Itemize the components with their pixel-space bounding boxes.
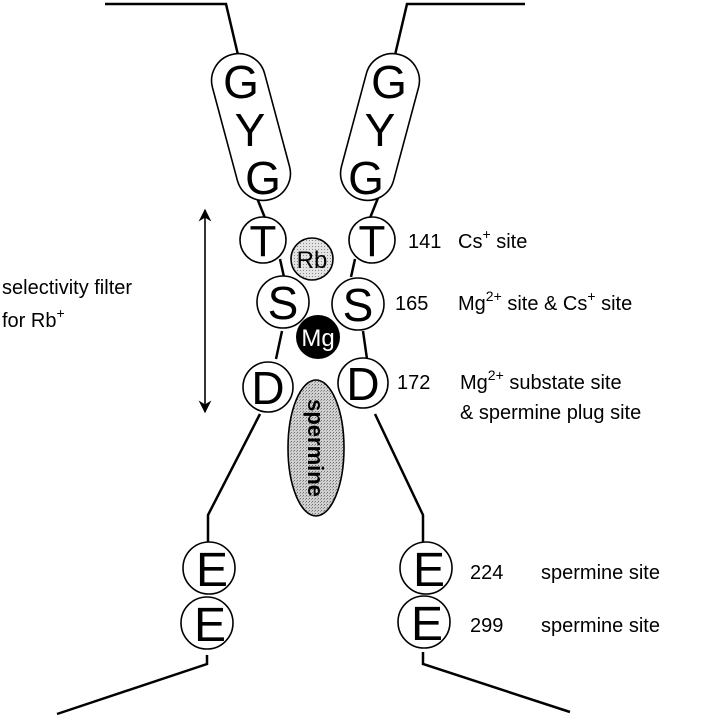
site-description-172: Mg2+ substate site bbox=[460, 367, 622, 394]
selectivity-filter-label-line2: for Rb+ bbox=[2, 305, 65, 332]
left-residue-d: D bbox=[242, 361, 294, 414]
svg-text:E: E bbox=[196, 544, 228, 597]
left-residue-e299: E bbox=[180, 596, 234, 652]
site-description-224: spermine site bbox=[541, 562, 660, 584]
right-gyg-g1: G bbox=[371, 56, 407, 108]
svg-text:E: E bbox=[194, 599, 226, 652]
svg-text:E: E bbox=[413, 544, 445, 597]
left-residue-t: T bbox=[239, 216, 287, 266]
right-gyg-g2: G bbox=[348, 152, 384, 204]
right-residue-t: T bbox=[348, 216, 396, 266]
right-residue-e299: E bbox=[397, 595, 451, 651]
svg-text:D: D bbox=[346, 358, 379, 410]
svg-text:E: E bbox=[411, 598, 443, 651]
right-residue-s: S bbox=[331, 277, 385, 331]
site-description-172-line2: & spermine plug site bbox=[460, 402, 641, 424]
left-residue-e224: E bbox=[182, 541, 236, 597]
site-number-299: 299 bbox=[470, 615, 503, 637]
right-backbone bbox=[349, 2, 571, 714]
site-labels: 141 Cs+ site 165 Mg2+ site & Cs+ site 172 Mg2… bbox=[395, 226, 660, 637]
svg-text:S: S bbox=[343, 279, 374, 331]
left-backbone bbox=[56, 2, 286, 716]
site-number-172: 172 bbox=[397, 372, 430, 394]
spermine-molecule: spermine bbox=[287, 379, 345, 517]
svg-text:spermine: spermine bbox=[303, 399, 328, 497]
svg-text:Rb: Rb bbox=[297, 247, 328, 274]
site-description-141: Cs+ site bbox=[458, 226, 527, 253]
site-description-299: spermine site bbox=[541, 615, 660, 637]
svg-text:T: T bbox=[250, 217, 277, 266]
svg-text:Mg: Mg bbox=[301, 325, 334, 352]
svg-text:D: D bbox=[251, 362, 284, 414]
site-number-165: 165 bbox=[395, 293, 428, 315]
site-description-165: Mg2+ site & Cs+ site bbox=[458, 288, 632, 315]
rb-ion: Rb bbox=[290, 237, 334, 281]
left-gyg-capsule: G Y G bbox=[210, 52, 292, 204]
selectivity-filter-label-line1: selectivity filter bbox=[2, 277, 132, 299]
right-gyg-capsule: G Y G bbox=[339, 52, 421, 204]
left-gyg-y: Y bbox=[235, 104, 266, 156]
site-number-224: 224 bbox=[470, 562, 503, 584]
left-gyg-g1: G bbox=[223, 56, 259, 108]
right-residue-d: D bbox=[337, 357, 389, 410]
left-residue-s: S bbox=[256, 275, 310, 329]
site-number-141: 141 bbox=[408, 231, 441, 253]
mg-ion: Mg bbox=[296, 315, 340, 359]
right-residue-e224: E bbox=[399, 541, 453, 597]
right-gyg-y: Y bbox=[365, 104, 396, 156]
left-gyg-g2: G bbox=[245, 152, 281, 204]
svg-text:S: S bbox=[268, 277, 299, 329]
svg-text:T: T bbox=[359, 217, 386, 266]
